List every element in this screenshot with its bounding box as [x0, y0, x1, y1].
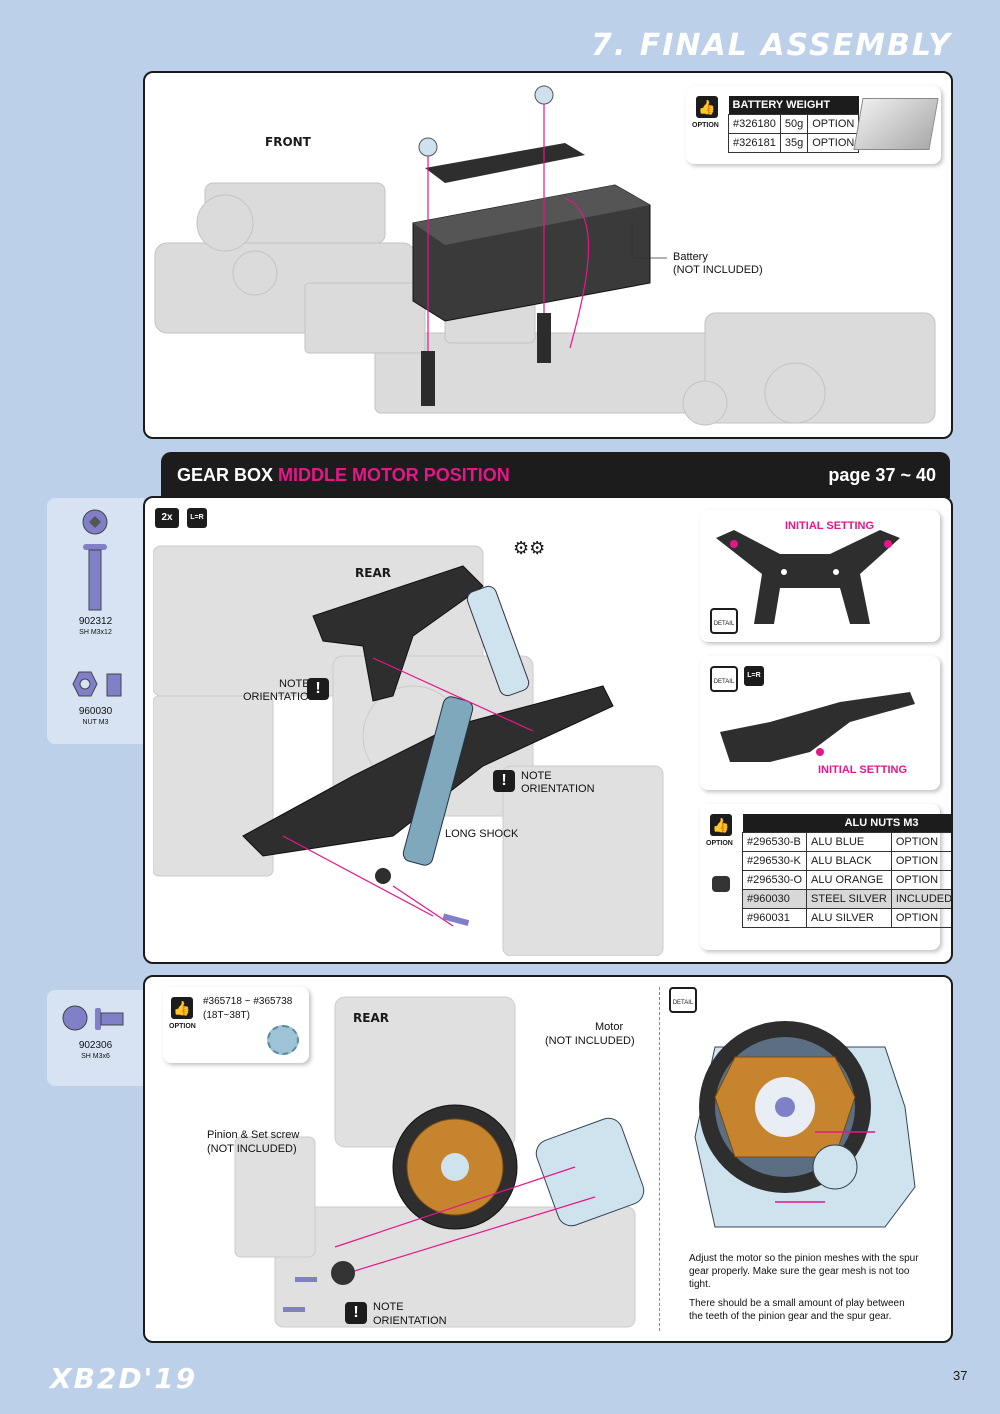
initial-setting-label-2: INITIAL SETTING [818, 764, 908, 776]
section-title: 7. FINAL ASSEMBLY [591, 28, 952, 63]
part-size: SH M3x12 [79, 629, 112, 636]
warning-icon: ! [493, 770, 515, 792]
table-title: BATTERY WEIGHT [728, 96, 859, 115]
thumbs-up-icon: 👍 [710, 814, 732, 836]
note1-label-b: ORIENTATION [243, 691, 317, 703]
detail-icon: DETAIL [669, 987, 697, 1013]
option-label: OPTION [169, 1023, 196, 1030]
step3-panel: 👍 OPTION #365718 ~ #365738 (18T~38T) REA… [143, 975, 953, 1343]
step3-illustration [234, 996, 645, 1328]
step1-illustration [154, 85, 936, 426]
pinion-note: (NOT INCLUDED) [207, 1143, 297, 1155]
part-size: SH M3x6 [81, 1053, 110, 1060]
table-row: #326181 35g OPTION [728, 133, 860, 153]
screw-902306-icon [62, 1005, 124, 1031]
step1-panel: FRONT Battery (NOT INCLUDED) 👍 OPTION BA… [143, 71, 953, 439]
instruction-text-2: There should be a small amount of play b… [689, 1298, 905, 1322]
initial-setting-label-1: INITIAL SETTING [785, 520, 875, 532]
motor-label: Motor [595, 1021, 624, 1033]
detail-icon: DETAIL [710, 666, 738, 692]
step2-panel: 2x L=R REAR NOTE ORIENTATION ! ! NOTE OR… [143, 496, 953, 964]
note2-label: NOTE [521, 770, 552, 782]
battery-note: (NOT INCLUDED) [673, 264, 763, 276]
arm-detail-image [720, 692, 915, 762]
left-right-badge: L=R [744, 666, 764, 686]
pinion-label: Pinion & Set screw [207, 1129, 300, 1141]
pinion-teeth: (18T~38T) [203, 1010, 250, 1021]
part-size: NUT M3 [82, 719, 109, 726]
note-label: NOTE [373, 1301, 404, 1313]
note2-label-b: ORIENTATION [521, 783, 595, 795]
motor-note: (NOT INCLUDED) [545, 1035, 635, 1047]
step2-parts-bag: 902312 SH M3x12 960030 NUT M3 [47, 498, 144, 744]
option-label: OPTION [706, 840, 733, 847]
thumbs-up-icon: 👍 [171, 997, 193, 1019]
step2-header: GEAR BOX MIDDLE MOTOR POSITION page 37 ~… [161, 452, 950, 498]
battery-weight-table: BATTERY WEIGHT #326180 50g OPTION #32618… [728, 96, 860, 153]
battery-label: Battery [673, 251, 708, 263]
left-right-badge: L=R [187, 508, 207, 528]
pinion-gear-icon [267, 1025, 299, 1055]
battery-weight-plate-image [853, 98, 939, 150]
model-logo: XB2D'19 [50, 1362, 198, 1395]
page-reference: page 37 ~ 40 [828, 465, 936, 485]
instruction-text-1: Adjust the motor so the pinion meshes wi… [689, 1253, 919, 1290]
thumbs-up-icon: 👍 [696, 96, 718, 118]
table-row: #326180 50g OPTION [728, 114, 860, 134]
shock-tower-detail-card: INITIAL SETTING DETAIL [700, 510, 940, 642]
divider [659, 987, 660, 1331]
arm-detail-card: DETAIL L=R INITIAL SETTING [700, 656, 940, 790]
pinion-option-card: 👍 OPTION #365718 ~ #365738 (18T~38T) [163, 987, 309, 1063]
part-code: 902312 [78, 616, 113, 627]
note-label-b: ORIENTATION [373, 1315, 447, 1327]
nuts-title: ALU NUTS M3 [806, 814, 951, 833]
detail-icon: DETAIL [710, 608, 738, 634]
tools-icon: ⚙⚙ [513, 538, 546, 558]
battery-option-card: 👍 OPTION BATTERY WEIGHT #326180 50g OPTI… [686, 86, 941, 164]
quantity-badge: 2x [155, 508, 179, 528]
option-label: OPTION [692, 122, 719, 129]
note1-label: NOTE [279, 678, 310, 690]
screw-902312-icon [82, 509, 108, 611]
nut-960030-icon [72, 671, 122, 697]
rear-label: REAR [353, 1011, 389, 1025]
pinion-range: #365718 ~ #365738 [203, 996, 293, 1007]
step2-title: GEAR BOX MIDDLE MOTOR POSITION [177, 465, 510, 485]
warning-icon: ! [345, 1302, 367, 1324]
page-number: 37 [953, 1368, 968, 1383]
gear-mesh-detail-image [694, 1021, 916, 1228]
part-code: 960030 [78, 706, 113, 717]
front-label: FRONT [265, 135, 311, 149]
warning-icon: ! [307, 678, 329, 700]
rear-label: REAR [355, 566, 391, 580]
step2-illustration [153, 545, 664, 956]
part-code: 902306 [78, 1040, 113, 1051]
long-shock-label: LONG SHOCK [445, 828, 519, 840]
nut-icon [712, 876, 730, 892]
shock-tower-detail-image [716, 530, 900, 624]
step3-parts-bag: 902306 SH M3x6 [47, 990, 144, 1086]
